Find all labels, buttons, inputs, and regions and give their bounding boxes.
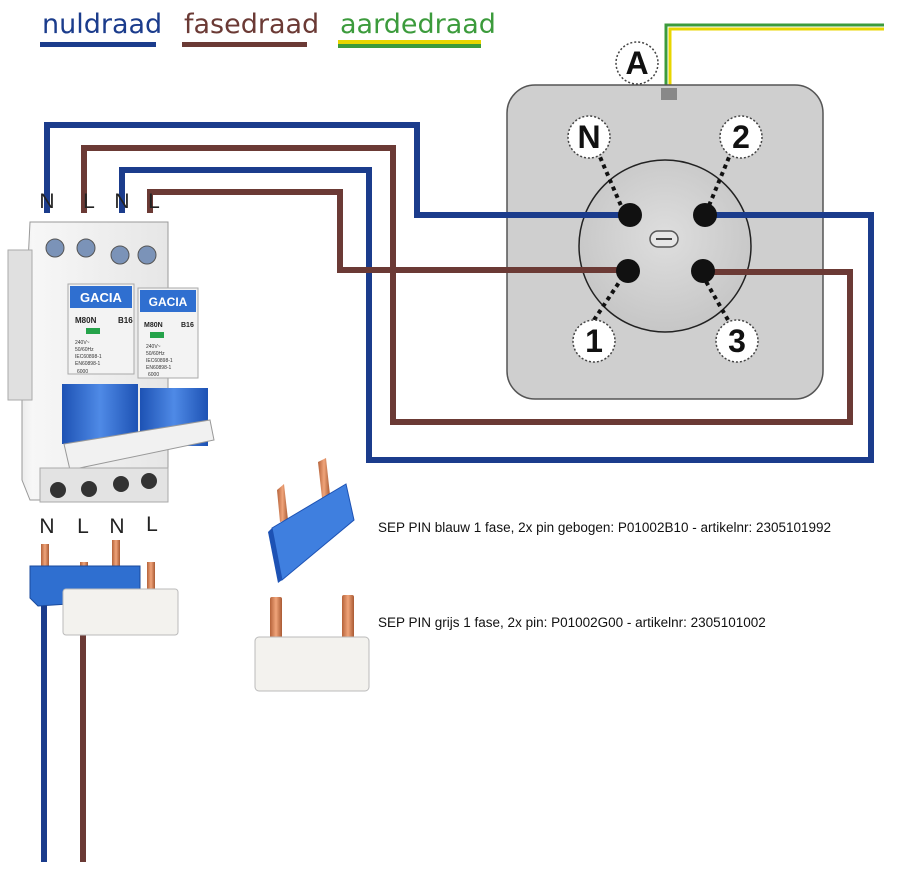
wire-n-to-socket-n (44, 122, 628, 218)
bottom-screws (50, 473, 157, 498)
socket (506, 84, 824, 400)
socket-pins: N 2 1 3 A (567, 41, 763, 363)
wires (41, 122, 874, 862)
legend-aarde-line-yellow (338, 40, 481, 44)
brand-plate-1 (70, 286, 132, 308)
svg-text:IEC60898-1: IEC60898-1 (146, 358, 173, 364)
label-n-badge: N (567, 115, 611, 159)
earth-wire (664, 23, 884, 90)
brand-text-1: GACIA (80, 290, 123, 305)
label-a-badge: A (615, 41, 659, 85)
label-1-badge: 1 (572, 319, 616, 363)
svg-text:EN60898-1: EN60898-1 (75, 361, 101, 367)
svg-text:1: 1 (585, 323, 603, 359)
earth-terminal (661, 88, 677, 100)
pin-n-hole (618, 203, 642, 227)
legend-aarde-label: aardedraad (340, 9, 496, 40)
svg-text:6000: 6000 (148, 372, 159, 378)
legend-nul-label: nuldraad (42, 9, 162, 40)
bottom-terminal-3: N (109, 515, 124, 538)
toggle-bar (63, 419, 215, 471)
pin-2-hole (693, 203, 717, 227)
pin-3-hole (691, 259, 715, 283)
wire-n2-to-socket-2 (119, 167, 874, 463)
legend-aarde-line-green (338, 44, 481, 48)
legend-fase-line (182, 42, 307, 47)
svg-text:50/60Hz: 50/60Hz (75, 347, 94, 353)
svg-text:IEC60898-1: IEC60898-1 (75, 354, 102, 360)
svg-text:50/60Hz: 50/60Hz (146, 351, 165, 357)
caption-sep-grey: SEP PIN grijs 1 fase, 2x pin: P01002G00 … (378, 615, 766, 630)
svg-text:6000: 6000 (77, 369, 88, 375)
svg-text:2: 2 (732, 119, 750, 155)
wire-l-to-socket-3 (81, 145, 853, 425)
model-text-1: M80N (75, 316, 97, 325)
label-3-badge: 3 (715, 319, 759, 363)
bottom-terminal-1: N (39, 515, 54, 538)
pin-1-hole (616, 259, 640, 283)
rating-text-1: B16 (118, 316, 133, 325)
svg-text:A: A (625, 45, 648, 81)
breaker-sep-grey (62, 588, 179, 636)
top-terminal-4: L (148, 190, 160, 213)
rating-text-2: B16 (181, 322, 194, 329)
svg-text:N: N (577, 119, 600, 155)
svg-text:3: 3 (728, 323, 746, 359)
svg-text:240V~: 240V~ (75, 340, 90, 346)
caption-sep-blue: SEP PIN blauw 1 fase, 2x pin gebogen: P0… (378, 520, 832, 535)
top-terminal-1: N (39, 190, 54, 213)
legend-nul-line (40, 42, 156, 47)
top-screws (45, 238, 157, 265)
svg-text:240V~: 240V~ (146, 344, 161, 350)
top-terminal-2: L (83, 190, 95, 213)
bottom-terminal-2: L (77, 515, 89, 538)
bottom-terminal-4: L (146, 513, 158, 536)
breaker-sep-pins (29, 540, 179, 636)
sep-pin-blue-product (268, 458, 355, 583)
top-terminal-3: N (114, 190, 129, 213)
brand-text-2: GACIA (149, 295, 188, 309)
svg-text:EN60898-1: EN60898-1 (146, 365, 172, 371)
breaker: N L N L GACIA GACIA M80N B16 M80N B16 24… (7, 190, 215, 538)
label-2-badge: 2 (719, 115, 763, 159)
wire-l2-to-socket-1 (147, 189, 626, 273)
legend-fase-label: fasedraad (184, 9, 319, 40)
legend: nuldraad fasedraad aardedraad (40, 9, 496, 48)
brand-plate-2 (140, 290, 196, 312)
model-text-2: M80N (144, 322, 163, 329)
sep-pin-grey-product (254, 595, 370, 692)
